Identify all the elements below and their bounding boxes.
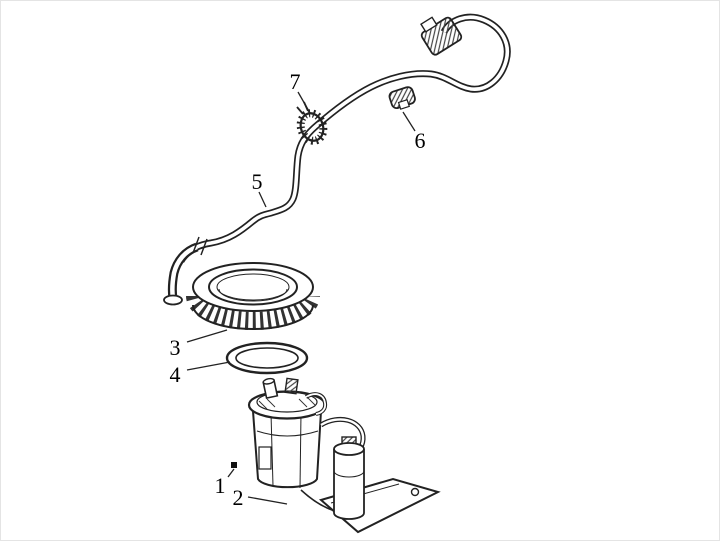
leader-1 bbox=[227, 468, 235, 478]
flange-connector bbox=[284, 377, 299, 395]
leader-2 bbox=[247, 496, 288, 505]
marker-dot bbox=[231, 462, 237, 468]
pump-flange bbox=[247, 377, 328, 420]
part-label-7: 7 bbox=[289, 69, 301, 94]
part-label-2: 2 bbox=[232, 485, 244, 510]
part-label-5: 5 bbox=[251, 169, 263, 194]
leader-3 bbox=[186, 329, 228, 343]
hose-elbow-fitting bbox=[163, 236, 208, 306]
fuel-hose bbox=[177, 13, 511, 263]
leader-4 bbox=[186, 361, 231, 371]
hose-connector bbox=[420, 16, 463, 56]
leader-7 bbox=[297, 91, 311, 114]
part-label-1: 1 bbox=[214, 473, 226, 498]
seal-ring bbox=[225, 341, 309, 375]
pump-body bbox=[251, 410, 323, 489]
hose-clip bbox=[388, 86, 416, 110]
leader-5 bbox=[258, 191, 267, 208]
part-label-6: 6 bbox=[414, 128, 426, 153]
hose-clamp bbox=[296, 101, 328, 145]
flange-nozzle bbox=[262, 377, 279, 400]
pump-motor bbox=[333, 436, 365, 520]
part-label-4: 4 bbox=[169, 362, 181, 387]
leader-lines bbox=[186, 91, 416, 505]
part-label-3: 3 bbox=[169, 335, 181, 360]
fuel-pump-assembly bbox=[247, 377, 441, 534]
leader-6 bbox=[402, 111, 416, 132]
mounting-bracket bbox=[300, 477, 441, 534]
lock-ring bbox=[186, 262, 320, 330]
